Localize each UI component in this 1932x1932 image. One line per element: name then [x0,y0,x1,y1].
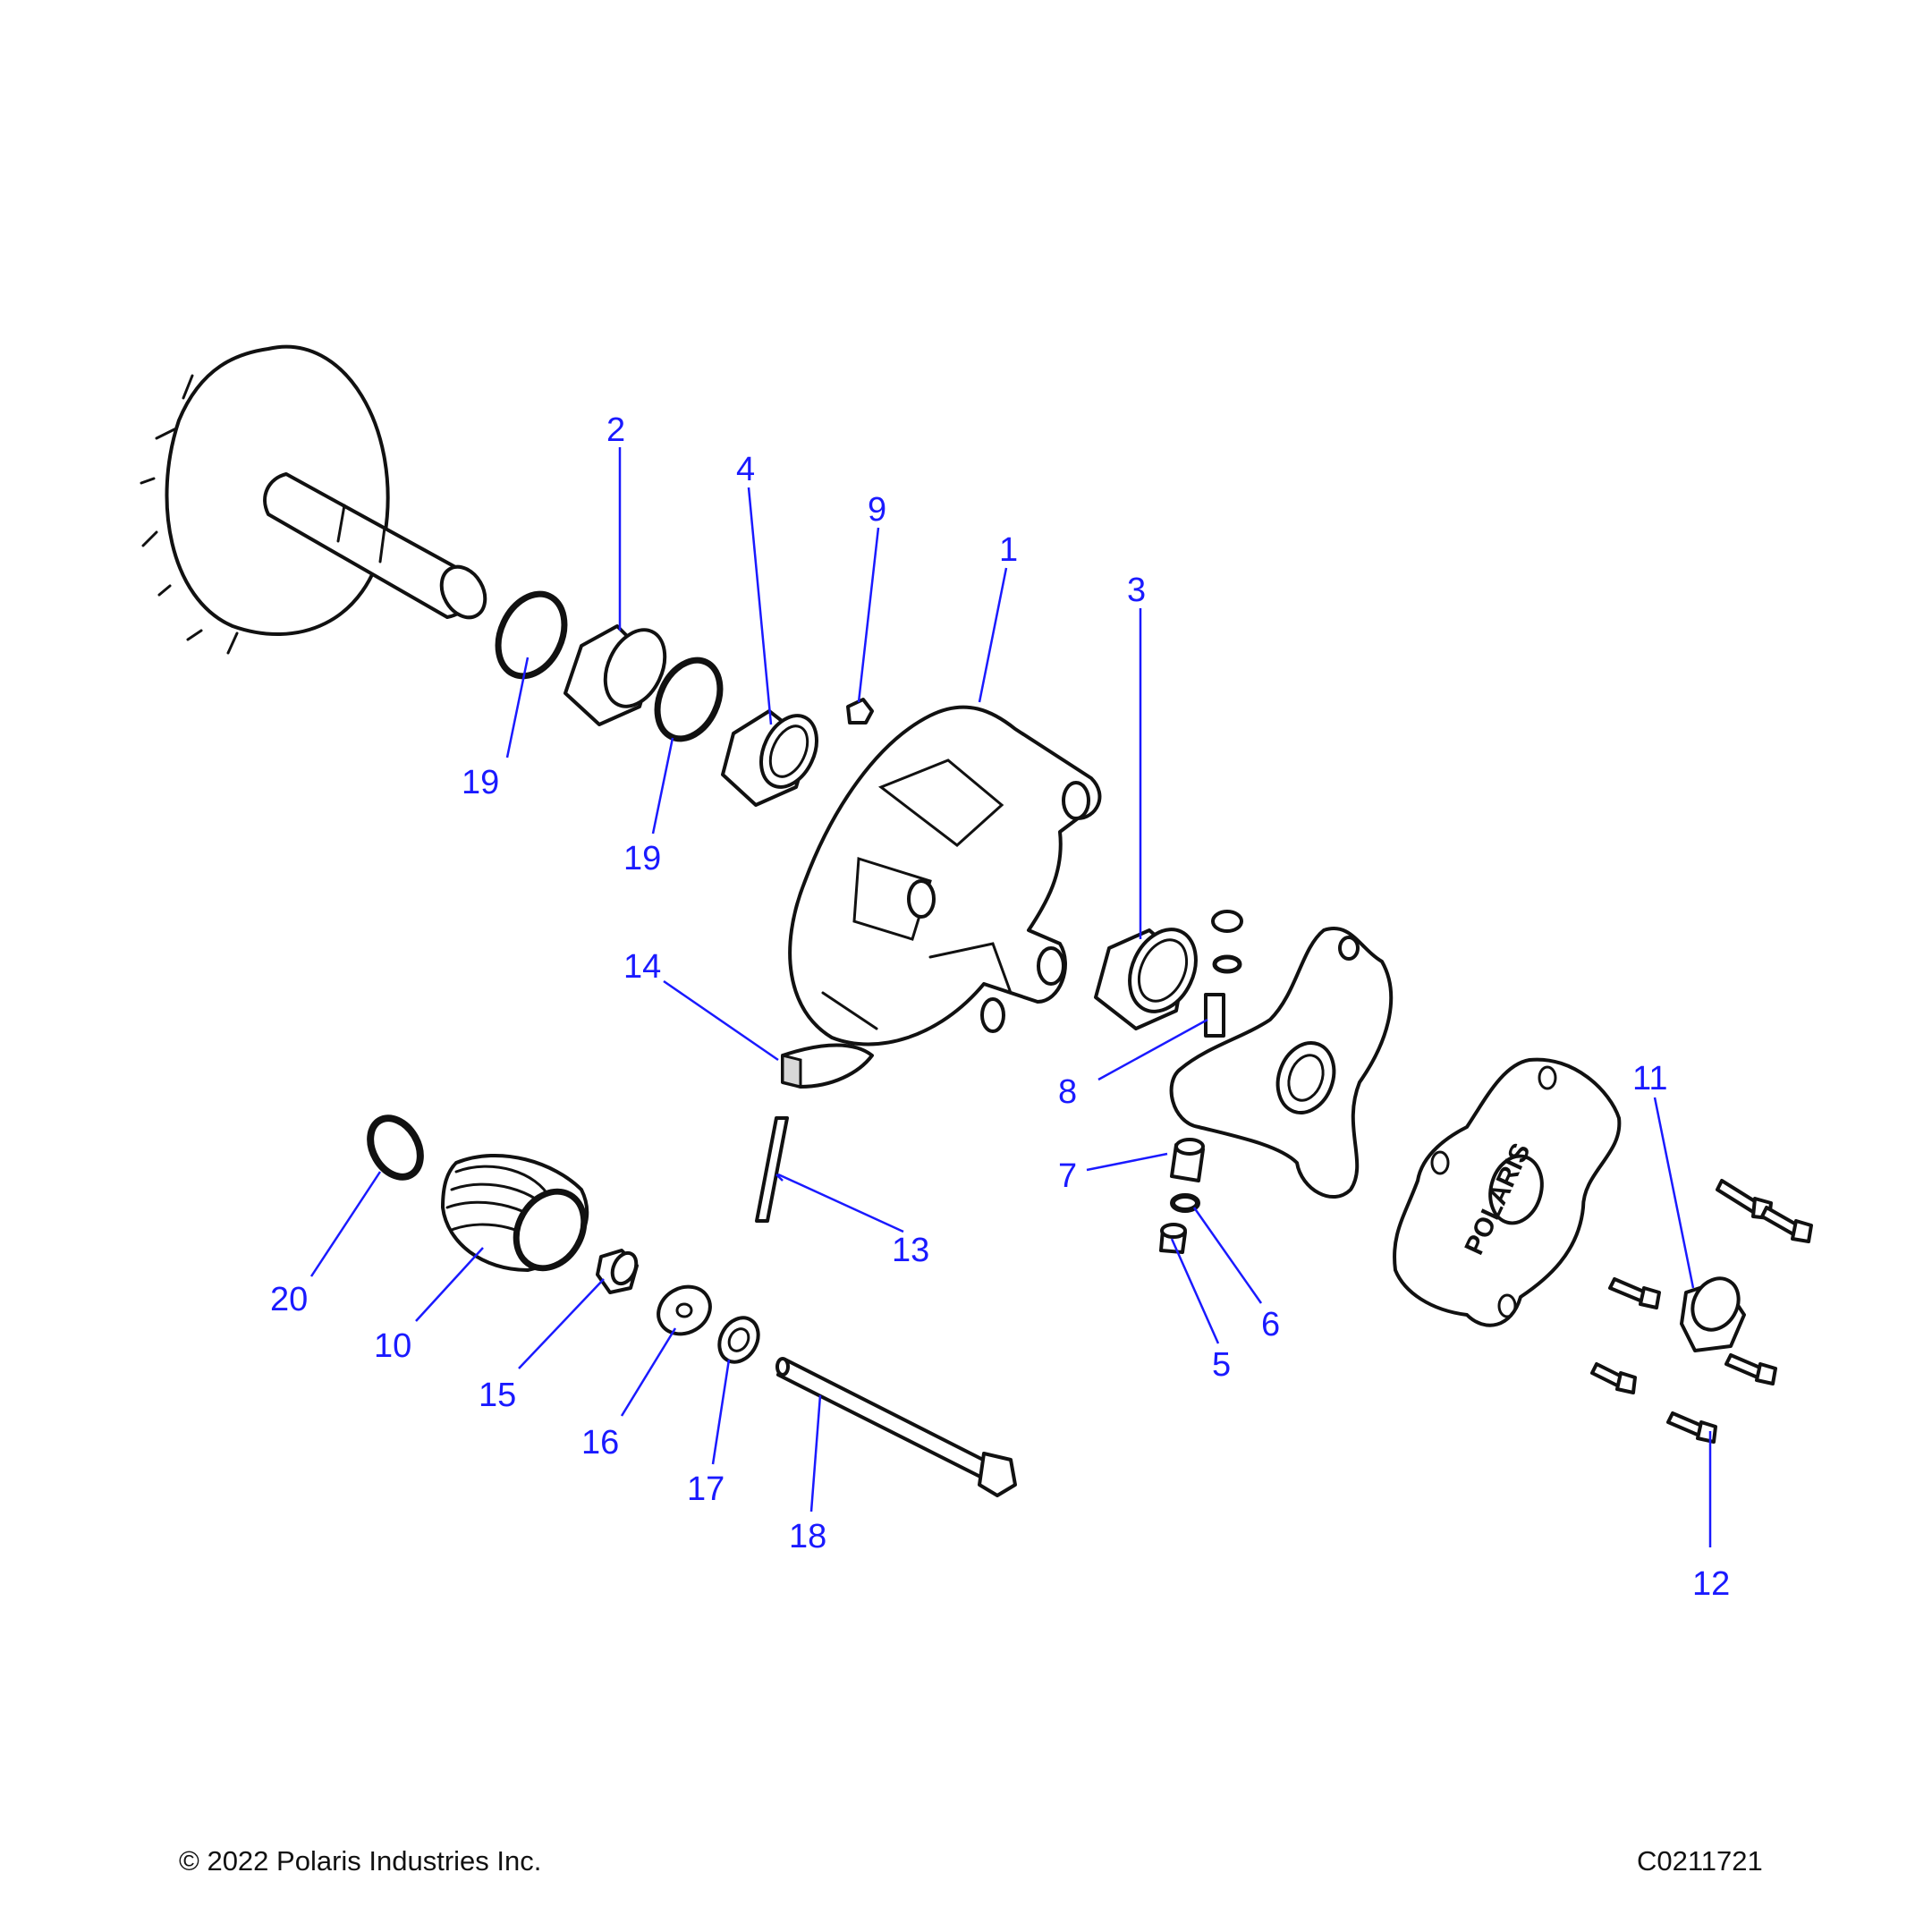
leader-19a [505,657,530,758]
leader-4 [747,487,773,725]
button-5 [1159,1223,1187,1254]
callout-5: 5 [1212,1346,1231,1384]
callout-16: 16 [581,1424,619,1462]
bushing-4 [721,709,818,807]
bushing-2 [564,624,667,726]
callout-11: 11 [1632,1060,1667,1097]
leader-19b [651,737,674,835]
callout-7: 7 [1058,1157,1077,1195]
callout-9: 9 [868,491,886,529]
washer-6 [1170,1193,1200,1213]
callout-8: 8 [1058,1073,1077,1111]
bolt-middle [1608,1277,1661,1309]
bushing-3 [1094,928,1198,1030]
bolt-18 [775,1357,1017,1497]
leader-1 [978,567,1008,703]
o-ring-right [654,657,724,742]
roller-7 [1170,1138,1205,1182]
callout-19b: 19 [623,840,661,877]
callout-4: 4 [736,451,755,488]
leader-11 [1653,1097,1695,1289]
callout-2: 2 [606,411,625,449]
callout-17: 17 [687,1470,724,1508]
spider-housing-1 [788,705,1102,1046]
callout-20: 20 [270,1281,308,1318]
leader-8 [1097,1018,1208,1081]
callout-3: 3 [1127,572,1146,609]
moveable-sheave [140,344,487,655]
lock-washer-17 [717,1316,760,1364]
o-ring-left [495,590,568,680]
weight-11 [1680,1276,1746,1352]
leader-17 [711,1359,731,1465]
callout-1: 1 [999,531,1018,569]
figure-code: C0211721 [1637,1845,1763,1877]
leader-9 [857,527,880,703]
bolt-lower-left [1590,1362,1637,1394]
leader-5 [1170,1238,1220,1344]
callout-labels: 2 4 9 1 3 19 19 14 8 7 6 5 13 11 12 20 1… [270,411,1730,1603]
pin-13 [755,1116,789,1223]
cap-9 [846,698,874,724]
bushing-15 [596,1249,639,1294]
leader-20 [309,1171,382,1277]
bolt-bottom [1666,1411,1717,1444]
roller-top [1211,910,1243,974]
leader-14 [663,979,779,1062]
bolt-upper-right [1760,1206,1813,1243]
callout-15: 15 [479,1377,516,1414]
ring-20 [367,1114,424,1181]
leader-6 [1192,1207,1263,1304]
leader-7 [1086,1152,1168,1172]
copyright-notice: © 2022 Polaris Industries Inc. [179,1845,542,1877]
callout-12: 12 [1692,1565,1730,1603]
callout-19a: 19 [462,764,499,801]
spider [1169,927,1394,1199]
pin-8 [1204,993,1225,1038]
callout-18: 18 [789,1518,826,1555]
shoe-14 [781,1043,874,1089]
cover-plate: POLARIS [1393,1057,1622,1327]
leader-lines [309,447,1712,1547]
leader-18 [809,1394,822,1513]
washer-16 [657,1284,712,1336]
callout-14: 14 [623,948,661,986]
leader-15 [518,1278,605,1369]
callout-6: 6 [1261,1306,1280,1343]
leader-13 [777,1173,904,1233]
callout-13: 13 [892,1232,929,1269]
leader-10 [415,1247,484,1322]
callout-10: 10 [374,1327,411,1365]
leader-16 [620,1327,677,1417]
bolt-lower-right [1724,1353,1777,1385]
spring-10 [441,1154,589,1272]
